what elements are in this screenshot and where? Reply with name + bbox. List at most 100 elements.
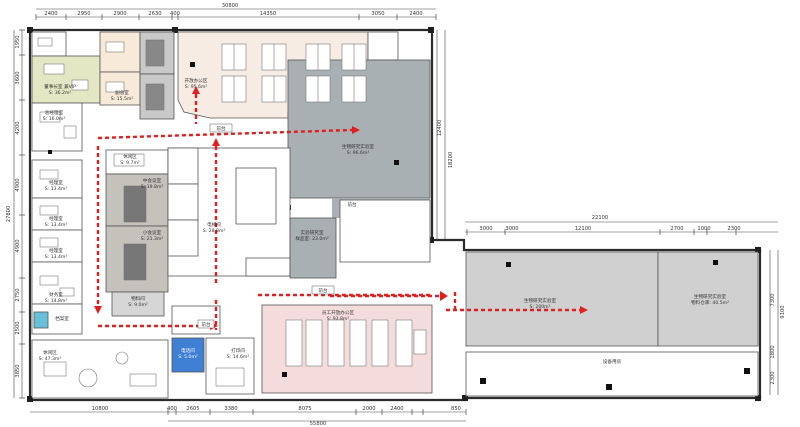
dim-rs-2: 9100 (780, 305, 786, 318)
label-meeting-mid: 中会议室 (143, 177, 162, 184)
label-meeting-small: 小会议室 (143, 229, 162, 236)
dim-bottom-left: 10800 (92, 406, 109, 412)
label-open-office-top: 开放办公区 (185, 77, 208, 84)
dim-bottom-4: 8075 (298, 406, 311, 412)
room-storage-topright (367, 31, 399, 61)
area-manager-office-1: S: 16.0m² (43, 116, 66, 122)
room-storage (111, 291, 165, 317)
area-open-office-top: S: 95.6m² (185, 84, 208, 90)
dim-right-1: 12400 (437, 120, 443, 137)
area-core: S: 28.8m² (203, 228, 226, 234)
dim-rs-3: 1800 (770, 345, 776, 358)
dim-right-2: 18200 (448, 152, 454, 169)
dimension-ticks (19, 14, 737, 415)
label-manager-5: 经理室 (49, 247, 63, 254)
dim-bottom-7: 850 (451, 406, 461, 412)
dim-rl-total: 22100 (592, 215, 609, 221)
label-phone-room: 电话间 (181, 347, 195, 354)
dim-top-total: 30800 (222, 3, 239, 9)
area-manager-3: S: 13.4m² (45, 186, 68, 192)
dimension-labels-left: 27800 1950 3600 4200 4900 4900 2750 2500… (6, 35, 21, 377)
area-finance: S: 14.8m² (45, 298, 68, 304)
room-core-shaft-2 (167, 183, 199, 221)
dim-bottom-6: 2400 (390, 406, 403, 412)
dim-left-7: 2500 (15, 321, 21, 334)
room-sample-lab (289, 217, 337, 279)
area-manager-office-2: S: 15.5m² (111, 96, 134, 102)
label-manager-4: 经理室 (49, 215, 63, 222)
dim-top-4: 2630 (148, 11, 161, 17)
dim-top-6: 14350 (260, 11, 277, 17)
dim-rs-1: 7300 (770, 293, 776, 306)
dim-rl-5: 1000 (697, 226, 710, 232)
area-meeting-small: S: 21.3m² (141, 236, 164, 242)
label-core: 电梯间 (207, 221, 221, 228)
label-finance: 财务室 (49, 291, 63, 298)
area-open-office-bottom: S: 93.8m² (327, 316, 350, 322)
marker-1: 前台 (216, 125, 226, 132)
room-lab-right-2 (657, 251, 759, 347)
label-manager-office-2: 副总室 (115, 89, 129, 96)
room-lab-right-1 (465, 251, 659, 347)
room-core-lift (245, 257, 291, 277)
label-print-room: 打印间 (231, 347, 245, 354)
dim-rs-4: 2300 (770, 371, 776, 384)
area-sample-lab: 样品室: 23.0m² (295, 235, 328, 242)
dim-bottom-5: 2000 (362, 406, 375, 412)
dim-left-1: 1950 (15, 35, 21, 48)
label-rest-area: 休闲区 (43, 349, 57, 356)
area-rest-area: S: 47.3m² (39, 356, 62, 362)
dim-rl-4: 2700 (670, 226, 683, 232)
dimension-labels-bottom: 10800 400 2605 3380 8075 2000 2400 850 5… (92, 406, 461, 427)
room-toilets (339, 199, 431, 263)
label-manager-office-1: 总经理室 (45, 109, 64, 116)
dim-rl-1: 3000 (479, 226, 492, 232)
area-phone-room: S: 5.0m² (178, 354, 198, 360)
area-lounge: S: 9.7m² (120, 160, 140, 166)
area-lab-top-right: S: 96.6m² (347, 150, 370, 156)
dim-bottom-3: 3380 (224, 406, 237, 412)
dim-left-total: 27800 (6, 206, 12, 223)
room-labels: 董事长室 兼VIP S: 36.2m² 总经理室 S: 16.0m² 副总室 S… (39, 77, 729, 365)
room-core-shaft-3 (167, 219, 199, 257)
dimension-labels-right-top: 12400 18200 (437, 120, 454, 169)
room-toilet-blue (33, 311, 49, 329)
area-lab-right-2: 物料仓库: 40.5m² (691, 299, 729, 306)
dimension-labels-top: 30800 2400 2950 2900 2630 400 14350 3050… (44, 3, 422, 17)
area-manager-5: S: 13.4m² (45, 254, 68, 260)
room-rest-area (31, 339, 169, 399)
area-print-room: S: 14.6m² (227, 354, 250, 360)
label-lab-top-right: 生物研究实验室 (342, 143, 375, 150)
room-ceo-office (31, 55, 101, 104)
dim-left-4: 4900 (15, 178, 21, 191)
label-manager-3: 经理室 (49, 179, 63, 186)
dim-top-7: 3050 (371, 11, 384, 17)
column-markers (48, 62, 750, 390)
label-sample-lab: 实验研究室 (301, 229, 324, 236)
furniture (37, 37, 427, 388)
marker-2: 前台 (318, 287, 328, 294)
dim-top-2: 2950 (77, 11, 90, 17)
route-markers: 前台 前台 前台 (197, 123, 335, 329)
area-manager-4: S: 13.4m² (45, 222, 68, 228)
dim-left-5: 4900 (15, 239, 21, 252)
dim-top-3: 2900 (113, 11, 126, 17)
area-lab-right-1: S: 200m² (529, 304, 550, 310)
circulation-route (96, 94, 580, 330)
label-reception: 前台 (347, 201, 357, 208)
room-core-shaft-1 (167, 147, 199, 185)
label-lab-right-1: 生物研究实验室 (524, 297, 557, 304)
dim-top-5: 400 (170, 11, 180, 17)
marker-3: 前台 (201, 321, 211, 328)
dim-top-8: 2400 (409, 11, 422, 17)
dim-top-1: 2400 (44, 11, 57, 17)
dim-bottom-2: 2605 (186, 406, 199, 412)
dim-left-6: 2750 (15, 288, 21, 301)
room-phone-room (171, 337, 205, 373)
room-core-stair (235, 167, 277, 225)
area-ceo-office: S: 36.2m² (49, 90, 72, 96)
dim-rl-2: 3000 (505, 226, 518, 232)
label-storage: 物料间 (131, 295, 145, 302)
